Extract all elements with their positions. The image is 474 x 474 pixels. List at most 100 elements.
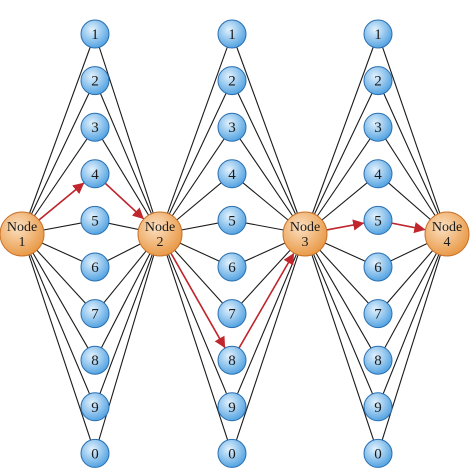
digit-node: 2 [363,66,393,96]
edge-line [377,80,448,235]
digit-node: 0 [217,438,247,468]
digit-node-label: 0 [374,446,382,462]
digit-node-circle [363,438,393,468]
digit-node-circle [217,392,247,422]
digit-node-circle [363,159,393,189]
digit-node-circle [363,66,393,96]
digit-node-label: 2 [91,74,99,90]
digit-node: 9 [217,392,247,422]
edge-line [231,80,306,235]
edge-line [377,233,448,408]
digit-node: 5 [80,205,110,235]
digit-node-circle [80,252,110,282]
digit-node: 8 [80,345,110,375]
edge-line [21,233,96,408]
edge-line [94,233,161,454]
main-node-circle [282,211,328,257]
digit-node-circle [363,299,393,329]
digit-node-label: 7 [228,307,236,323]
digit-node-label: 0 [228,446,236,462]
digit-node-circle [363,205,393,235]
digit-node-label: 8 [228,353,236,369]
digit-node-circle [217,345,247,375]
edge-line [304,33,379,235]
main-node-circle [0,211,45,257]
edge-line [377,233,448,361]
digit-node: 2 [217,66,247,96]
digit-node-label: 4 [374,167,382,183]
digit-node: 9 [363,392,393,422]
main-node-word: Node [7,220,37,235]
digit-node-circle [80,19,110,49]
edge-line [21,33,96,235]
edge-line [94,33,161,235]
edge-line [159,233,233,408]
digit-node-circle [80,112,110,142]
digit-node: 3 [217,112,247,142]
main-node-number: 2 [157,235,164,250]
main-node-number: 4 [444,235,451,250]
digit-node-label: 0 [91,446,99,462]
digit-node-label: 1 [374,27,382,43]
digit-node-label: 4 [228,167,236,183]
digit-node-circle [80,438,110,468]
digit-node-circle [217,205,247,235]
digit-node-circle [363,19,393,49]
digit-node-label: 9 [228,400,236,416]
digit-node-circle [217,438,247,468]
digit-node: 7 [80,299,110,329]
digit-node: 1 [217,19,247,49]
digit-node: 5 [363,205,393,235]
digit-node: 8 [363,345,393,375]
digit-node-circle [363,345,393,375]
edge-line [231,233,306,454]
digit-node-circle [80,159,110,189]
digit-node-circle [80,205,110,235]
digit-node-circle [80,66,110,96]
edge-line [377,233,448,454]
edge-line [304,80,379,235]
edge-line [94,80,161,235]
main-node-circle [137,211,183,257]
edge-line [304,233,379,454]
digit-node: 1 [80,19,110,49]
path-arrow [169,250,226,349]
digit-node: 4 [217,159,247,189]
edge-line [94,233,161,407]
digit-node-label: 3 [228,120,236,136]
digit-node-circle [217,112,247,142]
digit-node-label: 1 [228,27,236,43]
digit-node-label: 9 [91,400,99,416]
path-arrow [324,219,365,232]
digit-node-circle [217,19,247,49]
main-node-circle [424,211,470,257]
digit-node-circle [80,299,110,329]
digit-node-label: 5 [91,213,99,229]
digit-node-label: 6 [228,260,236,276]
path-arrow [391,222,426,234]
path-arrow [104,182,144,220]
digit-node-label: 6 [374,260,382,276]
digit-node: 1 [363,19,393,49]
path-arrow [36,182,85,222]
edge-line [231,33,306,235]
digit-node-circle [80,392,110,422]
digit-node: 6 [217,252,247,282]
digit-node: 6 [363,252,393,282]
edge-line [304,233,379,408]
edge-line [159,80,233,235]
highlighted-path-layer [36,182,426,349]
digit-node-label: 3 [91,120,99,136]
digit-node: 7 [363,299,393,329]
digit-node-label: 5 [374,213,382,229]
digit-node: 9 [80,392,110,422]
digit-node-label: 4 [91,167,99,183]
edge-line [377,33,448,235]
digit-node-label: 7 [374,307,382,323]
path-arrow [238,252,295,349]
digit-node-label: 2 [228,74,236,90]
